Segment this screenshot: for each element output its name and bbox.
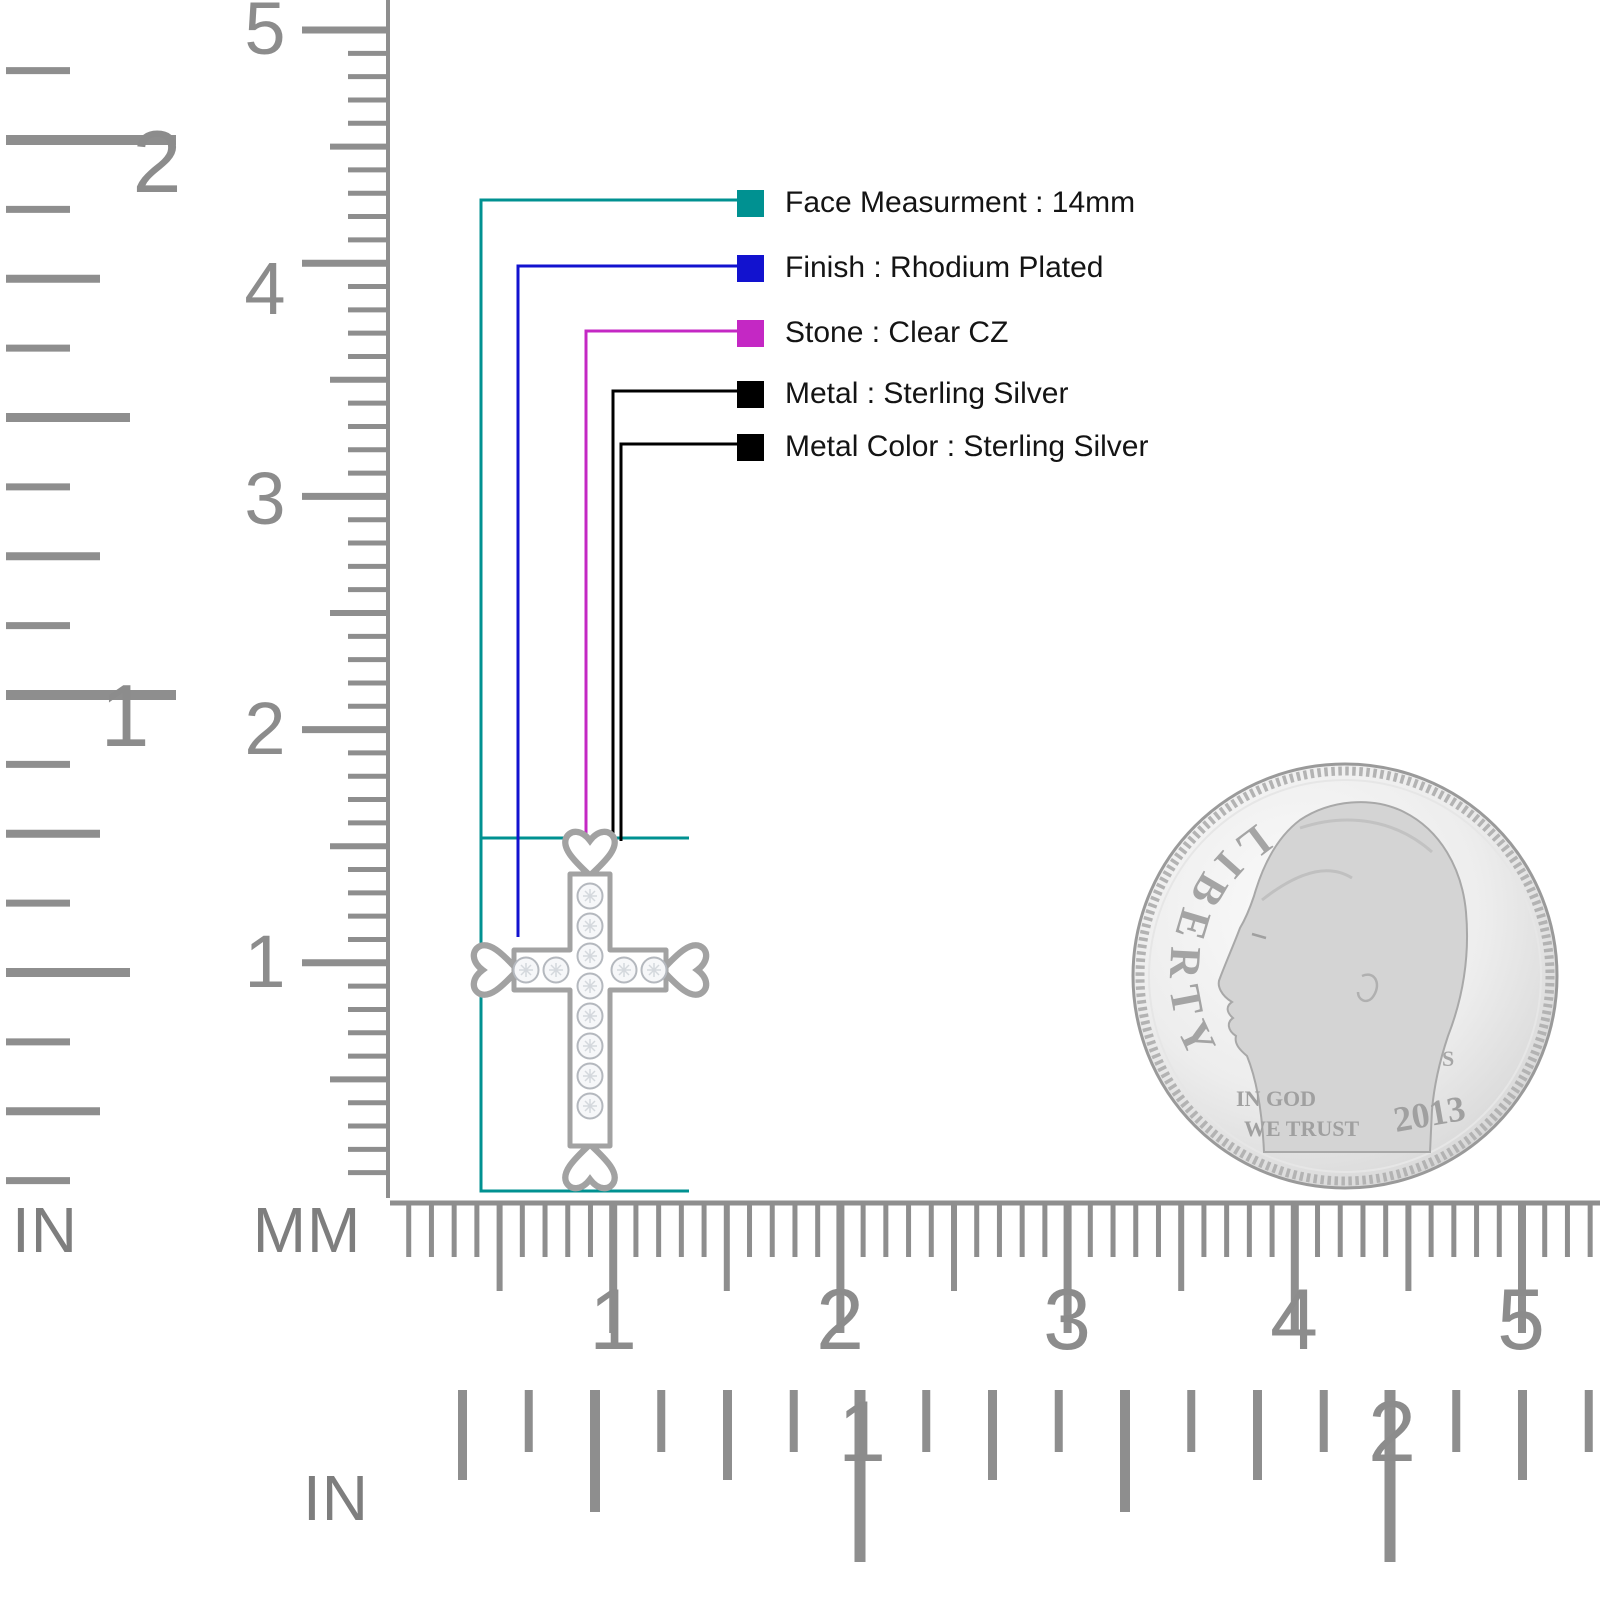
legend-label: Metal Color : Sterling Silver <box>785 430 1149 463</box>
callout-lines <box>479 198 737 1193</box>
legend-swatch <box>737 189 764 217</box>
legend-swatch <box>737 319 764 347</box>
legend-swatch <box>737 254 764 282</box>
ruler-number: 1 <box>589 1272 637 1368</box>
callout-line-finish <box>516 264 737 937</box>
coin-portrait <box>1217 801 1469 1153</box>
ruler-number: 3 <box>1043 1272 1091 1368</box>
callout-line-stone <box>584 329 737 949</box>
ruler-number: 3 <box>244 457 286 540</box>
coin-portrait-ear <box>1356 973 1379 1003</box>
ruler-unit-label-mm: MM <box>252 1194 362 1266</box>
coin-mint-mark: S <box>1442 1046 1454 1071</box>
dime-coin-image: LIBERTY IN GOD WE TRUST 2013 S <box>1131 762 1559 1190</box>
coin-reeded-edge <box>1135 766 1555 1186</box>
ruler-number: 5 <box>1497 1272 1545 1368</box>
legend-item-stone: Stone : Clear CZ <box>737 316 1008 350</box>
ruler-number: 1 <box>244 920 286 1003</box>
legend-label: Metal : Sterling Silver <box>785 377 1069 410</box>
ruler-number: 4 <box>1270 1272 1318 1368</box>
ruler-number: 1 <box>838 1384 886 1480</box>
cross-pendant-image <box>474 832 706 1188</box>
ruler-number: 4 <box>244 247 286 330</box>
coin-portrait-eye <box>1251 932 1267 940</box>
ruler-unit-label-inches-bottom: IN <box>303 1462 369 1534</box>
legend-item-metal-color: Metal Color : Sterling Silver <box>737 430 1148 464</box>
ruler-number: 2 <box>1368 1384 1416 1480</box>
legend-label: Face Measurment : 14mm <box>785 186 1136 219</box>
legend-label: Stone : Clear CZ <box>785 316 1009 349</box>
callout-line-metal-color <box>619 442 737 841</box>
legend-item-finish: Finish : Rhodium Plated <box>737 251 1104 285</box>
legend-item-metal: Metal : Sterling Silver <box>737 377 1068 411</box>
ruler-number: 2 <box>132 112 182 211</box>
legend-item-face-measurement: Face Measurment : 14mm <box>737 186 1135 220</box>
legend-swatch <box>737 380 764 408</box>
legend-label: Finish : Rhodium Plated <box>785 251 1104 284</box>
ruler-number: 2 <box>244 687 286 770</box>
callout-line-face-measurement <box>479 198 737 1193</box>
coin-motto-line1: IN GOD <box>1236 1086 1316 1111</box>
ruler-tick-marks <box>6 0 1600 1562</box>
ruler-unit-label-inches: IN <box>12 1194 78 1266</box>
legend-swatch <box>737 433 764 461</box>
ruler-number: 2 <box>816 1272 864 1368</box>
coin-motto-line2: WE TRUST <box>1244 1116 1359 1141</box>
ruler-number: 1 <box>100 666 150 765</box>
callout-line-metal <box>611 389 737 841</box>
ruler-number: 5 <box>244 0 286 70</box>
